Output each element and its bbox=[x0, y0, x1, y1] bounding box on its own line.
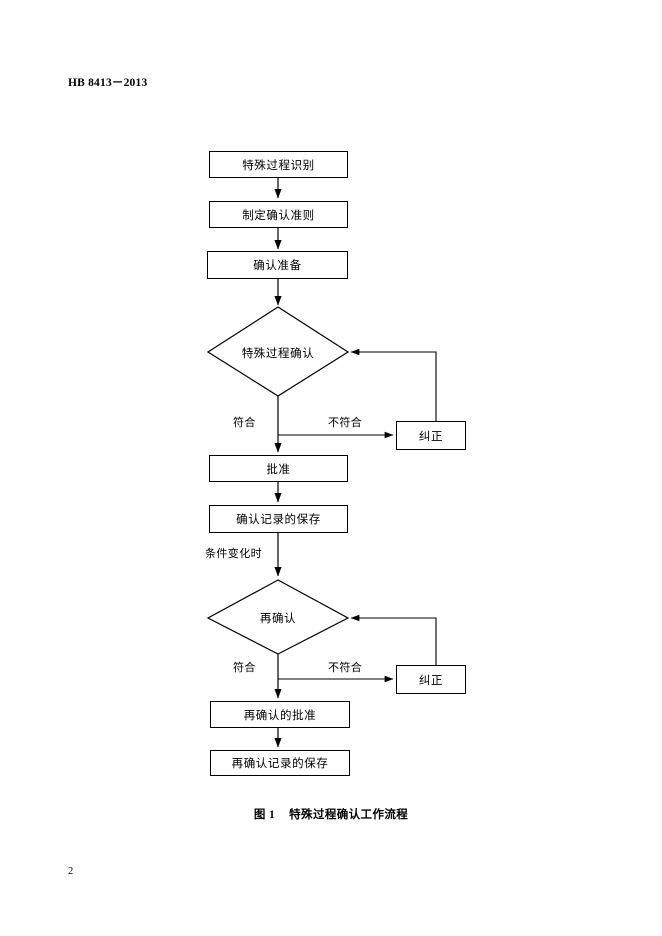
edge-label-condition-change: 条件变化时 bbox=[205, 548, 262, 560]
node-label: 特殊过程确认 bbox=[241, 348, 315, 360]
figure-caption: 图 1 特殊过程确认工作流程 bbox=[0, 806, 662, 822]
node-revalidation-records-retention: 再确认记录的保存 bbox=[210, 750, 350, 776]
node-label: 确认准备 bbox=[253, 260, 302, 272]
standard-number: HB 8413－2013 bbox=[68, 77, 148, 89]
node-label: 确认记录的保存 bbox=[236, 514, 321, 526]
node-label: 批准 bbox=[266, 463, 291, 476]
node-label: 纠正 bbox=[418, 430, 444, 443]
node-approval: 批准 bbox=[209, 455, 348, 482]
node-label: 制定确认准则 bbox=[242, 209, 315, 222]
connector-correct2-feedback bbox=[350, 614, 437, 665]
node-revalidation-label: 再确认 bbox=[260, 610, 296, 626]
node-label: 再确认的批准 bbox=[243, 709, 317, 722]
edge-label-nonconform-first: 不符合 bbox=[328, 417, 363, 429]
node-establish-validation-criteria: 制定确认准则 bbox=[209, 201, 348, 228]
edge-label-nonconform-second: 不符合 bbox=[328, 662, 363, 674]
connector-correct1-feedback bbox=[350, 348, 437, 421]
node-special-process-validation-label: 特殊过程确认 bbox=[242, 345, 315, 361]
node-correction-first: 纠正 bbox=[396, 421, 466, 450]
node-validation-preparation: 确认准备 bbox=[207, 251, 348, 279]
node-label: 纠正 bbox=[418, 674, 444, 687]
node-label: 特殊过程识别 bbox=[242, 159, 315, 172]
edge-label-conform-first: 符合 bbox=[233, 417, 256, 429]
node-label: 再确认 bbox=[259, 613, 297, 625]
node-revalidation-approval: 再确认的批准 bbox=[210, 701, 350, 728]
figure-caption-title: 特殊过程确认工作流程 bbox=[289, 809, 409, 821]
node-special-process-identification: 特殊过程识别 bbox=[209, 151, 348, 178]
figure-caption-number: 图 1 bbox=[253, 809, 276, 821]
edge-label-conform-second: 符合 bbox=[233, 662, 256, 674]
page-header: HB 8413－2013 bbox=[68, 74, 147, 90]
node-correction-second: 纠正 bbox=[396, 665, 466, 694]
node-label: 再确认记录的保存 bbox=[231, 758, 329, 770]
page-number: 2 bbox=[68, 866, 74, 877]
node-validation-records-retention: 确认记录的保存 bbox=[209, 505, 348, 533]
